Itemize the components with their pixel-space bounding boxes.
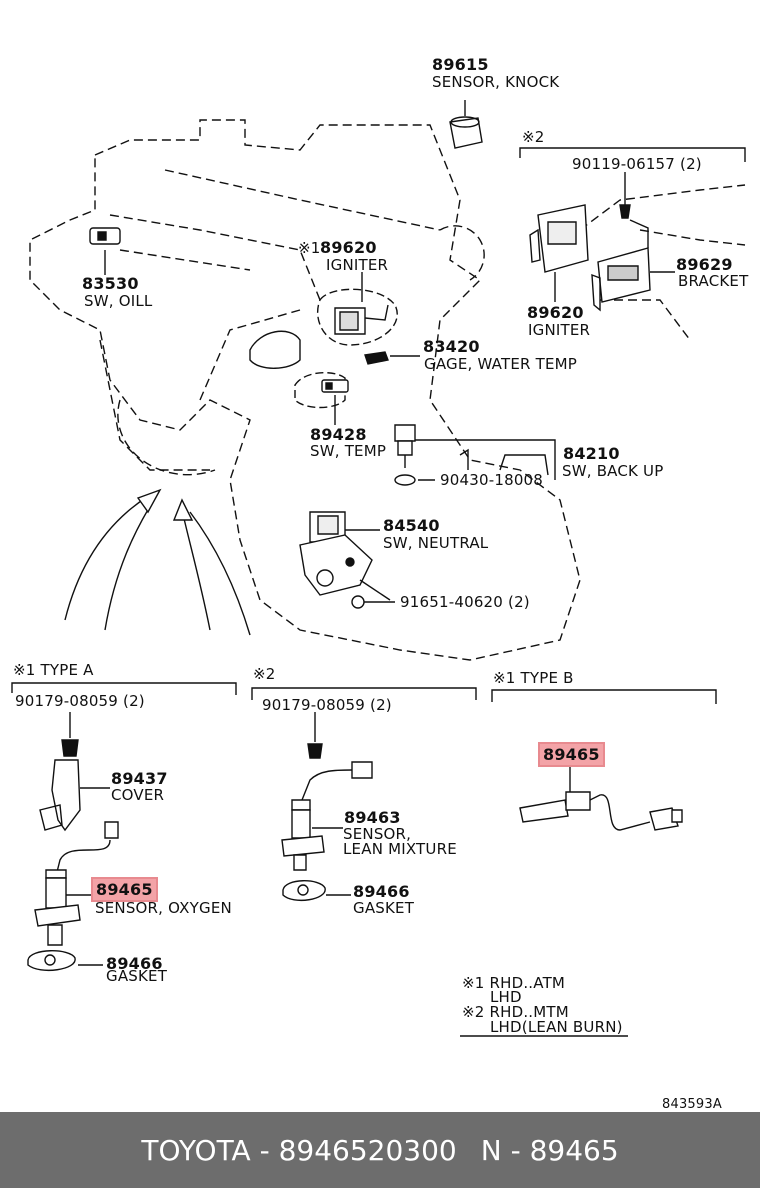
part-number-90179-b[interactable]: 90179-08059 (2) <box>262 696 392 714</box>
part-desc-gasket-a: GASKET <box>106 967 168 985</box>
footer-brand-part: TOYOTA - 8946520300 <box>141 1133 457 1167</box>
footer-bar: TOYOTA - 8946520300 N - 89465 <box>0 1112 760 1188</box>
part-number-89465-type-b[interactable]: 89465 <box>538 742 605 767</box>
part-number-89466-b[interactable]: 89466 <box>353 882 410 901</box>
part-desc-oil-switch: SW, OILL <box>84 292 153 310</box>
flow-arrows <box>65 488 250 635</box>
knock-sensor-part <box>450 100 482 148</box>
legend-line-4: LHD(LEAN BURN) <box>490 1018 623 1036</box>
part-desc-temp-switch: SW, TEMP <box>310 442 387 460</box>
part-number-89463[interactable]: 89463 <box>344 808 401 827</box>
part-number-83420[interactable]: 83420 <box>423 337 480 356</box>
part-desc-backup-switch: SW, BACK UP <box>562 462 664 480</box>
group-title-type-b: ※1 TYPE B <box>493 669 574 687</box>
part-desc-lean-sensor-2: LEAN MIXTURE <box>343 840 457 858</box>
part-number-83530[interactable]: 83530 <box>82 274 139 293</box>
part-number-90119[interactable]: 90119-06157 (2) <box>572 155 702 173</box>
part-desc-igniter-b: IGNITER <box>528 321 591 339</box>
part-number-89615[interactable]: 89615 <box>432 55 489 74</box>
part-desc-water-temp-gage: GAGE, WATER TEMP <box>424 355 578 373</box>
part-number-89466-a[interactable]: 89466 <box>106 954 163 973</box>
legend-line-1: ※1 RHD..ATM <box>462 974 566 992</box>
type-b-sensor <box>520 765 682 830</box>
part-desc-cover: COVER <box>111 786 165 804</box>
part-number-90179-a[interactable]: 90179-08059 (2) <box>15 692 145 710</box>
legend-line-3: ※2 RHD..MTM <box>462 1003 569 1021</box>
part-number-84540[interactable]: 84540 <box>383 516 440 535</box>
note-star1-igniter: ※1 <box>298 239 321 257</box>
star2-parts <box>282 712 372 900</box>
engine-outline <box>30 120 745 660</box>
water-temp-gage-part <box>250 331 420 368</box>
note-star2-top: ※2 <box>522 128 545 146</box>
part-desc-igniter-a: IGNITER <box>326 256 389 274</box>
part-desc-oxygen-sensor: SENSOR, OXYGEN <box>95 899 232 917</box>
part-number-84210[interactable]: 84210 <box>563 444 620 463</box>
footer-ref: N - 89465 <box>480 1133 619 1167</box>
part-number-91651[interactable]: 91651-40620 (2) <box>400 593 530 611</box>
part-desc-knock-sensor: SENSOR, KNOCK <box>432 73 560 91</box>
figure-code: 843593A <box>662 1097 722 1112</box>
part-number-89620-a[interactable]: 89620 <box>320 238 377 257</box>
group-title-type-a: ※1 TYPE A <box>13 661 94 679</box>
igniter-part-b <box>530 205 588 302</box>
temp-switch-part <box>295 373 348 425</box>
group-title-star2: ※2 <box>253 665 276 683</box>
legend-line-2: LHD <box>490 988 522 1006</box>
part-number-89437[interactable]: 89437 <box>111 769 168 788</box>
type-a-parts <box>28 712 118 970</box>
part-desc-neutral-switch: SW, NEUTRAL <box>383 534 489 552</box>
part-number-89629[interactable]: 89629 <box>676 255 733 274</box>
part-number-89620-b[interactable]: 89620 <box>527 303 584 322</box>
part-desc-lean-sensor-1: SENSOR, <box>343 825 412 843</box>
neutral-switch-part <box>300 512 395 608</box>
oil-switch-part <box>90 228 120 275</box>
part-desc-bracket: BRACKET <box>678 272 749 290</box>
part-desc-gasket-b: GASKET <box>353 899 415 917</box>
parts-diagram <box>0 0 760 1112</box>
igniter-part-a <box>318 272 398 345</box>
part-number-90430[interactable]: 90430-18008 <box>440 471 544 489</box>
backup-switch-part <box>395 425 555 485</box>
bracket-part <box>592 220 675 310</box>
part-number-89465-type-a[interactable]: 89465 <box>91 877 158 902</box>
part-number-89428[interactable]: 89428 <box>310 425 367 444</box>
